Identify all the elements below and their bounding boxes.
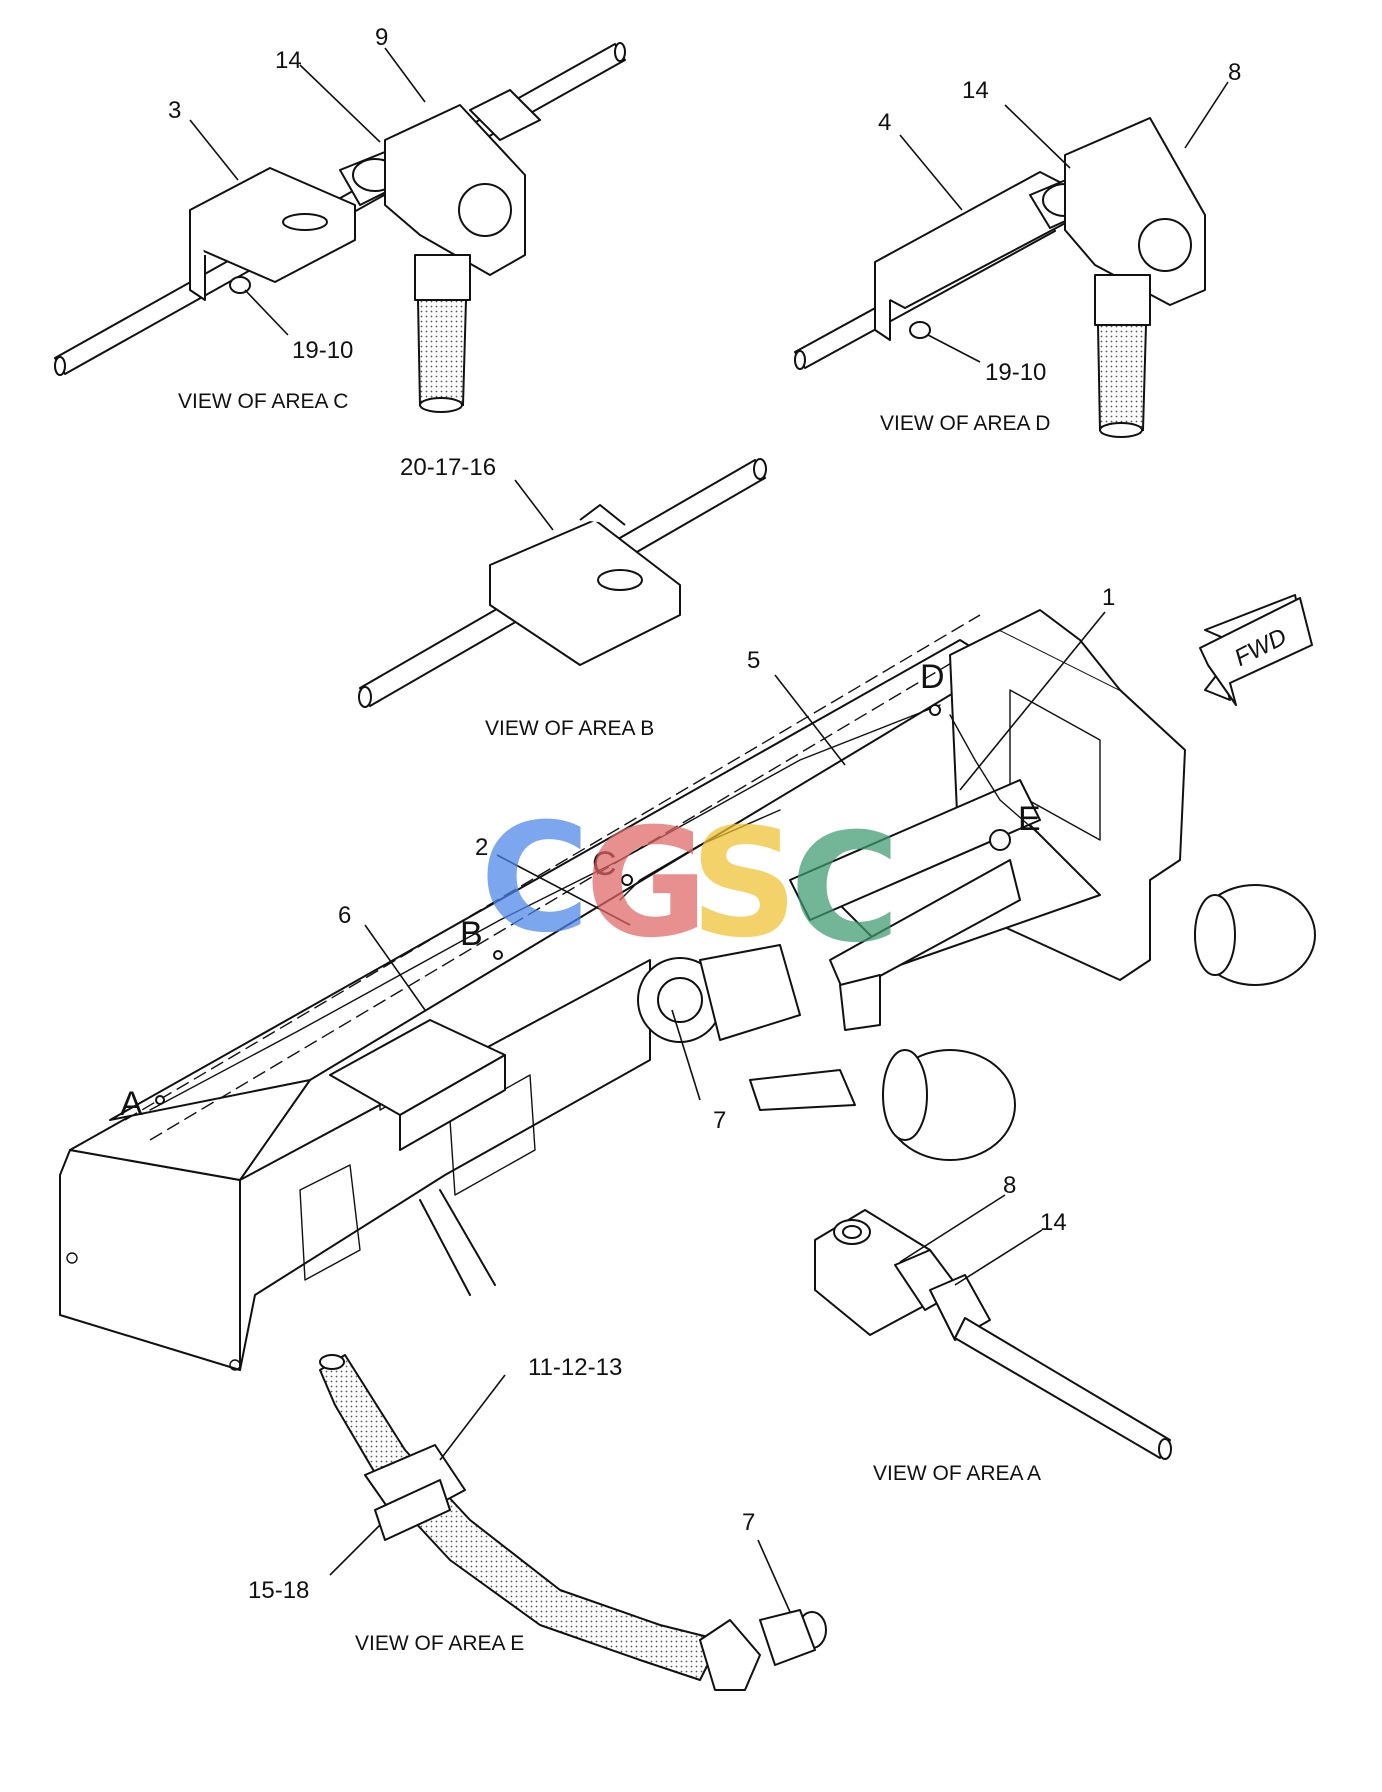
clip-11-12-13	[364, 1444, 466, 1541]
view-title-area-a: VIEW OF AREA A	[873, 1462, 1041, 1485]
pump	[637, 944, 801, 1043]
callout-7-main: 7	[713, 1107, 726, 1134]
view-area-e: 11-12-13 15-18 7 VIEW OF AREA E	[248, 1354, 827, 1691]
callout-20-17-16: 20-17-16	[400, 454, 496, 481]
callout-11-12-13: 11-12-13	[528, 1354, 622, 1381]
block-8-d	[1064, 117, 1206, 306]
watermark-letter-2: G	[585, 797, 708, 971]
watermark-letter-1: C	[480, 792, 590, 966]
callout-14-a: 14	[1040, 1209, 1067, 1236]
view-title-area-b: VIEW OF AREA B	[485, 717, 654, 740]
callout-15-18: 15-18	[248, 1577, 309, 1604]
clip-20-17-16	[489, 504, 681, 666]
callout-3: 3	[168, 97, 181, 124]
area-letter-b: B	[460, 915, 483, 953]
view-area-a: 8 14 VIEW OF AREA A	[814, 1172, 1172, 1485]
block-9	[384, 89, 541, 276]
callout-9: 9	[375, 24, 388, 51]
elbow-7-e	[699, 1609, 827, 1691]
watermark: C G S C	[480, 792, 900, 976]
area-letter-c: C	[592, 845, 617, 883]
callout-1: 1	[1102, 584, 1115, 611]
callout-19-10-d: 19-10	[985, 359, 1046, 386]
callout-4: 4	[878, 109, 891, 136]
front-left-tire	[882, 1049, 1016, 1161]
view-title-area-d: VIEW OF AREA D	[880, 412, 1050, 435]
area-letter-e: E	[1018, 800, 1041, 838]
view-title-area-c: VIEW OF AREA C	[178, 390, 348, 413]
hose-c	[414, 254, 471, 413]
callout-7-e: 7	[742, 1509, 755, 1536]
callout-5: 5	[747, 647, 760, 674]
callout-14-c: 14	[275, 47, 302, 74]
view-area-b: 20-17-16 VIEW OF AREA B	[358, 454, 767, 740]
callout-19-10-c: 19-10	[292, 337, 353, 364]
area-letter-a: A	[120, 1085, 143, 1123]
watermark-letter-3: S	[690, 797, 798, 971]
callout-8-d: 8	[1228, 59, 1241, 86]
main-frame-assembly: 1 5 6 2 7 A B C D E	[59, 584, 1316, 1371]
area-letter-d: D	[920, 658, 945, 696]
fwd-arrow: FWD	[1199, 594, 1313, 706]
view-title-area-e: VIEW OF AREA E	[355, 1632, 524, 1655]
hose-d	[1094, 274, 1151, 438]
callout-6: 6	[338, 902, 351, 929]
callout-14-d: 14	[962, 77, 989, 104]
view-area-c: 3 14 9 19-10 VIEW OF AREA C	[54, 24, 626, 413]
watermark-letter-4: C	[790, 802, 900, 976]
clip-3	[189, 167, 356, 301]
front-right-tire	[1194, 884, 1316, 986]
view-area-d: 4 14 8 19-10 VIEW OF AREA D	[794, 59, 1241, 438]
callout-8-a: 8	[1003, 1172, 1016, 1199]
callout-2: 2	[475, 834, 488, 861]
